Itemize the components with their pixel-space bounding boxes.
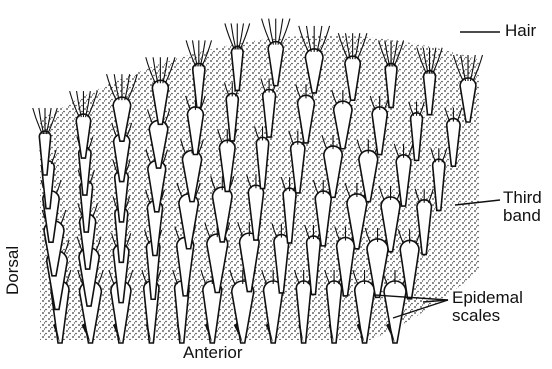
epidermal-label-line1: Epidemal bbox=[452, 288, 523, 307]
third-band-label-line2: band bbox=[503, 207, 542, 225]
epidermal-scales-label: Epidemal scales bbox=[452, 289, 523, 325]
third-band-label-line1: Third bbox=[503, 188, 542, 207]
third-band-label: Third band bbox=[503, 189, 542, 225]
hair-label: Hair bbox=[505, 22, 536, 40]
anterior-label: Anterior bbox=[183, 344, 243, 362]
dorsal-label: Dorsal bbox=[4, 246, 22, 295]
epidermal-label-line2: scales bbox=[452, 307, 523, 325]
epidermal-scale bbox=[384, 281, 406, 343]
